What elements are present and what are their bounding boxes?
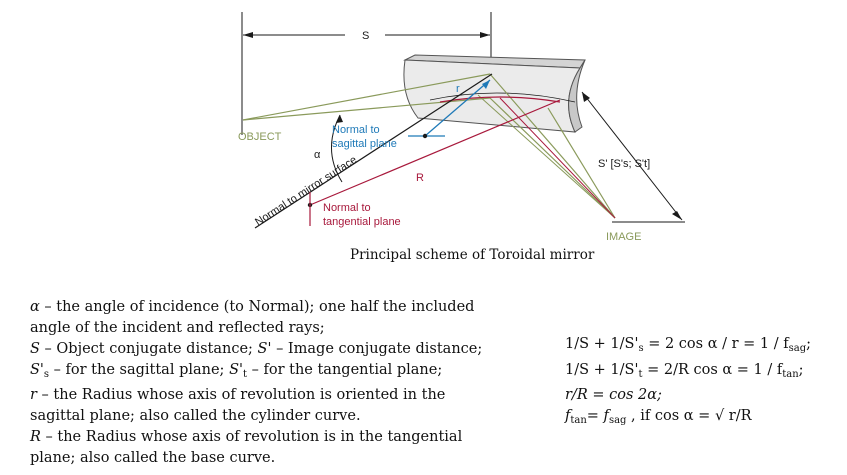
normal-tangential-line2: tangential plane	[323, 216, 401, 228]
legend-s-prime: S's – for the sagittal plane; S't – for …	[30, 362, 443, 380]
legend-r: r – the Radius whose axis of revolution …	[30, 387, 446, 424]
green-ray-image-inner	[477, 94, 616, 219]
normal-mirror-line	[254, 73, 493, 229]
normal-sagittal-line1: Normal to	[332, 124, 380, 136]
blue-radius-r	[424, 79, 491, 137]
s-arrow-left	[243, 32, 253, 38]
legend-R: R – the Radius whose axis of revolution …	[30, 429, 463, 466]
s-arrow-right	[480, 32, 490, 38]
mirror-side-face	[568, 59, 586, 133]
alpha-label: α	[314, 149, 321, 161]
formula-condition: ftan= fsag , if cos α = √ r/R	[565, 407, 752, 426]
green-ray-image-upper	[489, 73, 616, 219]
r-big-label: R	[416, 172, 424, 184]
green-ray-object-upper	[242, 73, 491, 121]
red-ray-image	[499, 97, 616, 219]
red-arc	[439, 96, 561, 103]
alpha-arrow	[336, 115, 343, 123]
object-label: OBJECT	[238, 131, 282, 143]
legend-text: α – the angle of incidence (to Normal); …	[30, 297, 500, 469]
normal-tangential-line1: Normal to	[323, 202, 371, 214]
formula-sagittal: 1/S + 1/S's = 2 cos α / r = 1 / fsag;	[565, 336, 811, 354]
toroidal-mirror-diagram: S r α S' [S's; S't] OBJECT IMAGE R Norma…	[238, 12, 685, 243]
r-small-label: r	[456, 83, 460, 95]
legend-alpha: α – the angle of incidence (to Normal); …	[30, 299, 475, 336]
formula-tangential: 1/S + 1/S't = 2/R cos α = 1 / ftan;	[565, 361, 804, 380]
image-label: IMAGE	[606, 231, 641, 243]
legend-s: S – Object conjugate distance; S' – Imag…	[30, 341, 483, 357]
normal-sagittal-line2: sagittal plane	[332, 138, 397, 150]
mirror-reflect-curve	[429, 92, 576, 103]
sprime-arrow-top	[582, 92, 590, 102]
formulas: 1/S + 1/S's = 2 cos α / r = 1 / fsag; 1/…	[565, 334, 811, 431]
mirror-front-face	[403, 59, 581, 133]
diagram-caption: Principal scheme of Toroidal mirror	[350, 247, 595, 263]
blue-radius-arrow	[482, 80, 490, 89]
sprime-dim-line	[581, 91, 683, 221]
s-label: S	[362, 30, 369, 42]
green-ray-image-lower	[489, 97, 616, 219]
sprime-arrow-bottom	[672, 211, 682, 220]
sprime-label: S' [S's; S't]	[598, 158, 650, 170]
formula-ratio: r/R = cos 2α;	[565, 387, 662, 403]
normal-point-sagittal	[422, 133, 428, 139]
green-ray-image-side	[547, 107, 616, 219]
